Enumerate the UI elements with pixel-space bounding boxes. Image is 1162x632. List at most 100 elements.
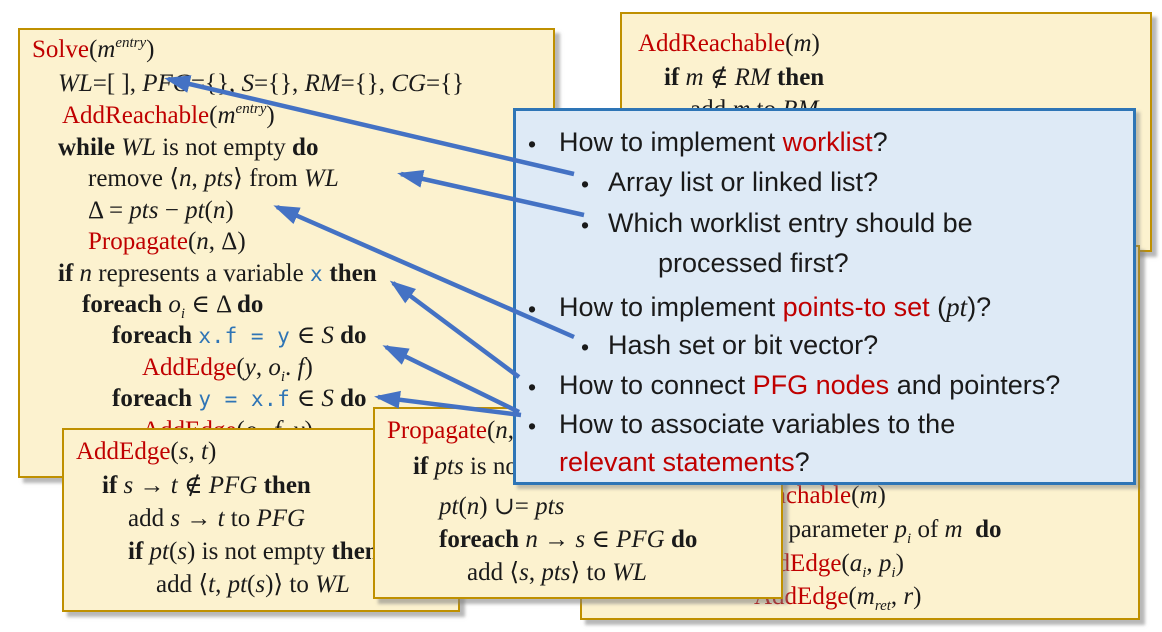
text-segment-p: ={} [426, 70, 465, 97]
text-segment-kw: if [58, 260, 80, 287]
text-segment-p: is not empty [155, 134, 293, 161]
text-segment-kw: foreach [82, 291, 169, 318]
text-segment-sup: entry [115, 35, 147, 51]
text-segment-v: r [903, 583, 914, 610]
text-segment-v: m [685, 64, 704, 91]
bullet-icon: • [528, 131, 537, 157]
text-segment-t: How to connect [559, 370, 753, 400]
text-segment-p: , [215, 571, 228, 598]
text-segment-p: → [537, 526, 576, 553]
text-segment-fn: Propagate [387, 417, 487, 444]
text-segment-kw: do [292, 134, 319, 161]
text-segment-p: ∈ Δ [185, 291, 237, 318]
text-segment-p: , [191, 165, 204, 192]
text-segment-v: pt [185, 197, 205, 224]
text-segment-p: , [890, 583, 904, 610]
text-segment-r: PFG nodes [752, 370, 890, 400]
text-segment-p: , [188, 438, 201, 465]
text-segment-v: PFG [256, 505, 306, 532]
text-segment-sub: ret [874, 598, 891, 614]
text-segment-v: m [859, 482, 878, 509]
text-segment-v: pts [535, 493, 565, 520]
text-segment-v: p [894, 516, 908, 543]
question-bullet-line: •How to associate variables to the [528, 407, 955, 441]
pseudocode-line: if n represents a variable x then [58, 260, 377, 288]
pseudocode-line: pt(n) ∪= pts [439, 493, 564, 521]
text-segment-kw: do [975, 516, 1002, 543]
text-segment-p: ) [266, 102, 275, 129]
pseudocode-line: remove ⟨n, pts⟩ from WL [88, 165, 339, 193]
text-segment-p: =[ ], [92, 70, 143, 97]
text-segment-kw: then [263, 472, 311, 499]
text-segment-p: ( [486, 417, 496, 444]
text-segment-kw: do [670, 526, 698, 553]
text-segment-p: ⟩ from [233, 165, 305, 192]
text-segment-p: ) [207, 438, 217, 465]
text-segment-p: ∉ [177, 472, 209, 499]
text-segment-v: CG [391, 70, 427, 97]
text-segment-p: , [507, 417, 515, 444]
text-segment-p: ∉ [703, 64, 735, 91]
text-segment-p: , [866, 550, 879, 577]
bullet-icon: • [528, 296, 537, 322]
question-bullet-line: •Hash set or bit vector? [581, 328, 878, 362]
pseudocode-line: AddEdge(s, t) [76, 438, 216, 466]
text-segment-code: x [309, 262, 324, 286]
text-segment-p: ∈ [290, 385, 322, 412]
text-segment-sub: i [862, 565, 867, 581]
text-segment-v: o [268, 354, 281, 381]
text-segment-kw: while [58, 134, 122, 161]
text-segment-t: How to implement [559, 292, 783, 322]
text-segment-p: , [255, 354, 269, 381]
text-segment-r: points-to set [782, 292, 930, 322]
text-segment-t: and pointers? [889, 370, 1061, 400]
text-segment-t: How to implement [559, 127, 783, 157]
bullet-icon: • [528, 413, 537, 439]
text-segment-p: ∈ [290, 322, 322, 349]
text-segment-v: pts [434, 453, 464, 480]
text-segment-code: y = x.f [198, 387, 291, 411]
text-segment-p: represents a variable [92, 260, 310, 287]
text-segment-v: n [196, 228, 209, 255]
text-segment-p: ∈ [585, 526, 617, 553]
text-segment-sub: i [180, 306, 185, 322]
pseudocode-line: while WL is not empty do [58, 134, 318, 162]
text-segment-v: s [575, 526, 586, 553]
pseudocode-line: AddReachable(mentry) [62, 101, 275, 133]
text-segment-v: pts [203, 165, 234, 192]
text-segment-p: )⟩ to [265, 571, 316, 598]
text-segment-p: remove ⟨ [88, 165, 179, 192]
text-segment-v: m [217, 102, 236, 129]
text-segment-v: WL [58, 70, 93, 97]
text-segment-v: t [200, 438, 208, 465]
text-segment-fn: AddEdge [76, 438, 171, 465]
text-segment-p: ={}, [190, 70, 242, 97]
text-segment-v: PFG [208, 472, 258, 499]
text-segment-p: ( [204, 197, 213, 224]
text-segment-p: ) [304, 354, 313, 381]
text-segment-v: S [321, 385, 334, 412]
text-segment-v: WL [121, 134, 156, 161]
text-segment-p [963, 516, 976, 543]
text-segment-fn: Solve [32, 36, 89, 63]
text-segment-code: x.f = y [198, 324, 291, 348]
text-segment-v: s [178, 438, 189, 465]
text-segment-kw: if [664, 64, 686, 91]
pseudocode-line: Δ = pts − pt(n) [88, 197, 234, 225]
text-segment-v: RM [304, 70, 341, 97]
pseudocode-line: AddReachable(m) [638, 30, 820, 58]
text-segment-p: ( [247, 571, 256, 598]
text-segment-v: s [123, 472, 134, 499]
text-segment-sup: entry [235, 101, 267, 117]
text-segment-p: ) ∪= [479, 493, 536, 520]
text-segment-v: a [849, 550, 863, 577]
text-segment-v: s [255, 571, 266, 598]
text-segment-p: → [180, 505, 218, 532]
text-segment-kw: foreach [112, 385, 199, 412]
question-bullet-line: • How to connect PFG nodes and pointers? [528, 368, 1061, 402]
text-segment-p: ={}, [253, 70, 305, 97]
text-segment-sub: i [280, 369, 286, 385]
text-segment-p: ( [458, 493, 467, 520]
bullet-icon: • [528, 374, 537, 400]
pseudocode-line: foreach y = x.f ∈ S do [112, 385, 367, 413]
